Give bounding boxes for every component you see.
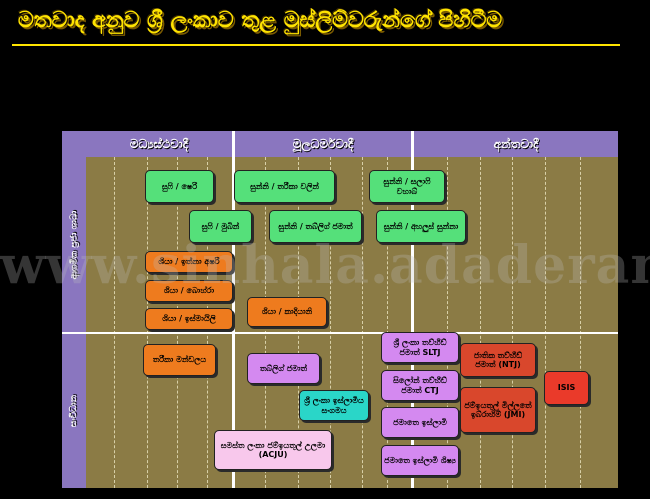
node-jama-students: ජමාතෙ ඉස්ලාමි ශිෂ්‍ය (381, 445, 459, 476)
row-header-organizations: සංවිධාන (69, 394, 80, 428)
node-thariqa-council: තරීකා මන්ඩලය (143, 344, 216, 376)
node-sltj: ශ්‍රී ලංකා තව්හීඩ් ජමාත් SLTJ (381, 332, 459, 363)
grid-line (330, 157, 331, 488)
node-sunni-tabligh: සුන්නි / තබ්ලිග් ජමාත් (269, 210, 362, 243)
column-divider (411, 131, 414, 488)
node-sunni-tariqa: සුන්නි / තරීකා වලින් (234, 170, 335, 203)
row-divider (62, 332, 618, 334)
node-sunni-ahlus: සුන්නි / අහලුස් සුන්නා (376, 210, 466, 243)
node-shia-bohra: ශියා / බොහ්රා (145, 280, 233, 302)
node-jmi: ජම්ඉයතුල් මිල්ලතේ ඉබ්රාහිම් (JMI) (460, 387, 536, 433)
node-shia-ismaili: ශියා / ඉස්මායිලි (145, 308, 233, 330)
node-acju-abbr: (ACJU) (258, 450, 288, 459)
grid-line (512, 157, 513, 488)
node-sunni-salafi: සුන්නි / සලාෆි වහාබ් (369, 170, 445, 203)
row-header-bar (62, 157, 86, 332)
title-underline (12, 44, 620, 46)
node-ntj: ජාතික තව්හීඩ් ජමාත් (NTJ) (460, 343, 536, 377)
node-sufi-sheri: සුෆි / ෂෙරි (145, 170, 214, 203)
column-divider (232, 131, 235, 488)
node-shia-qadiyani: ශියා / කාදියානි (247, 297, 327, 327)
row-header-religious-sects: ආගමික ප්‍රජා ශාඛා (69, 210, 79, 279)
grid-line (580, 157, 581, 488)
grid-line (480, 157, 481, 488)
node-slij: ශ්‍රී ලංකා ඉස්ලාමීය සංගමය (299, 390, 369, 421)
diagram-panel: මධ්‍යස්ථවාදී මූලධර්මවාදී අන්තවාදී ආගමික … (62, 131, 618, 488)
column-header-moderate: මධ්‍යස්ථවාදී (129, 137, 189, 151)
column-header-bar (62, 131, 618, 157)
grid-line (387, 157, 388, 488)
grid-line (447, 157, 448, 488)
node-jama-islami: ජමාතෙ ඉස්ලාමි (381, 407, 459, 438)
node-sufi-mubin: සුෆි / මුබින් (189, 210, 252, 243)
node-tabligh-jamaat: තබ්ලිග් ජමාත් (247, 353, 320, 384)
row-header-bar (62, 334, 86, 488)
node-ctj: සිලෝන් තව්හීඩ් ජමාත් CTJ (381, 370, 459, 401)
node-acju-name: සමස්ත ලංකා ජම්ඉයතුල් උලමා (220, 440, 326, 450)
diagram-title: මතවාද අනුව ශ්‍රී ලංකාව තුළ මුස්ලිම්වරුන්… (18, 8, 503, 33)
grid-line (114, 157, 115, 488)
node-isis: ISIS (544, 371, 589, 405)
node-shia-ithna: ශියා / ඉත්නා අෂරි (145, 251, 233, 273)
column-header-extremist: අන්තවාදී (493, 137, 539, 151)
grid-line (545, 157, 546, 488)
column-header-fundamentalist: මූලධර්මවාදී (292, 137, 354, 151)
grid-line (362, 157, 363, 488)
node-acju: සමස්ත ලංකා ජම්ඉයතුල් උලමා (ACJU) (214, 430, 332, 470)
